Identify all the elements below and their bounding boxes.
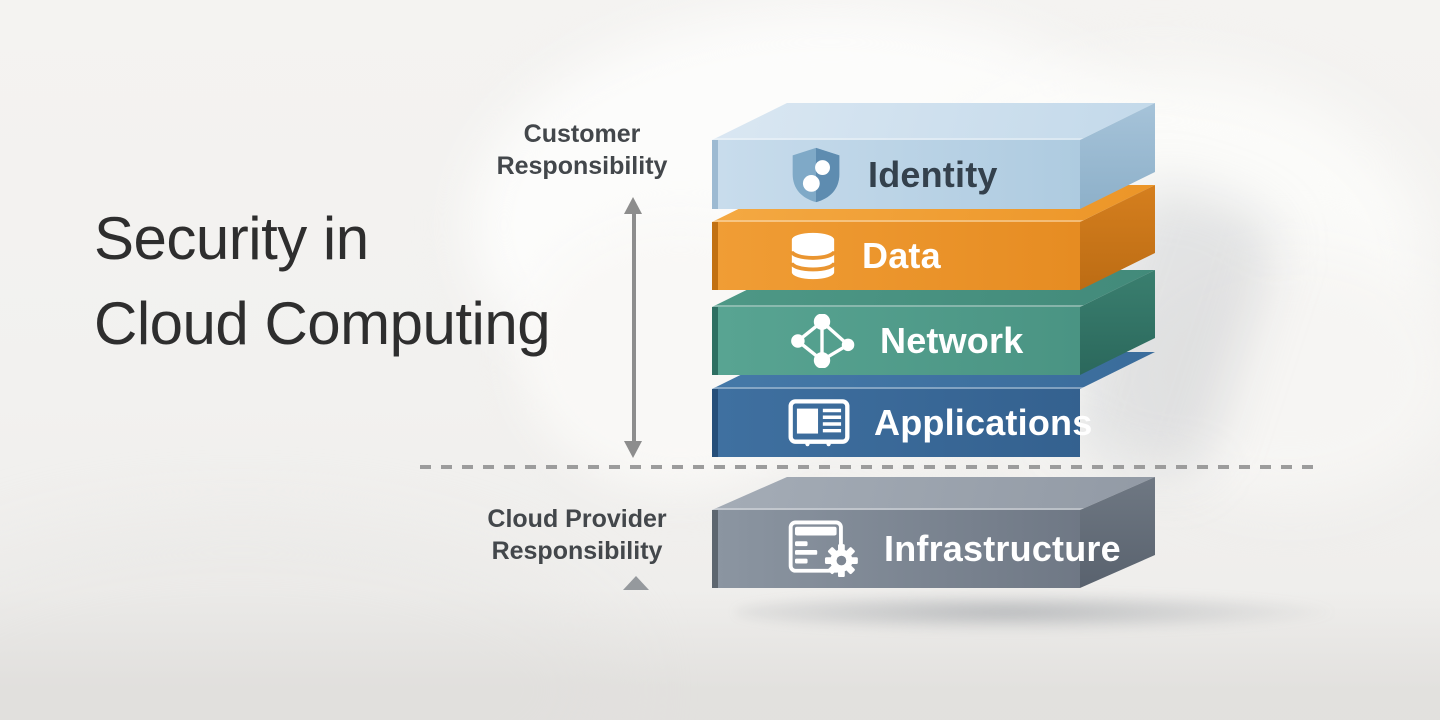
arrow-up-head-icon (624, 197, 642, 214)
layer-infrastructure: Infrastructure (712, 477, 1155, 588)
ground-gradient (0, 590, 1440, 720)
page-title-line1: Security in (94, 205, 369, 272)
shield-icon (792, 147, 840, 202)
layer-identity: Identity (712, 103, 1155, 209)
layer-label: Data (862, 235, 941, 276)
provider-responsibility-label: Cloud Provider Responsibility (487, 505, 667, 565)
infrastructure-shadow (735, 592, 1335, 632)
customer-responsibility-label: Customer Responsibility (496, 120, 668, 180)
cloud-shape (1120, 250, 1440, 500)
arrow-up-head-icon (623, 576, 649, 590)
layer-label: Applications (874, 402, 1093, 443)
app-window-icon (788, 399, 850, 447)
network-icon (791, 314, 855, 368)
responsibility-divider-dashed-line (420, 465, 1322, 469)
page-title: Security in Cloud Computing (94, 196, 551, 366)
server-gear-icon (788, 520, 858, 578)
arrow-down-head-icon (624, 441, 642, 458)
page-title-line2: Cloud Computing (94, 290, 551, 357)
responsibility-span-arrow (632, 212, 636, 442)
database-icon (789, 232, 837, 280)
layer-label: Network (880, 320, 1024, 361)
layer-label: Identity (868, 153, 998, 195)
layer-label: Infrastructure (884, 528, 1121, 569)
